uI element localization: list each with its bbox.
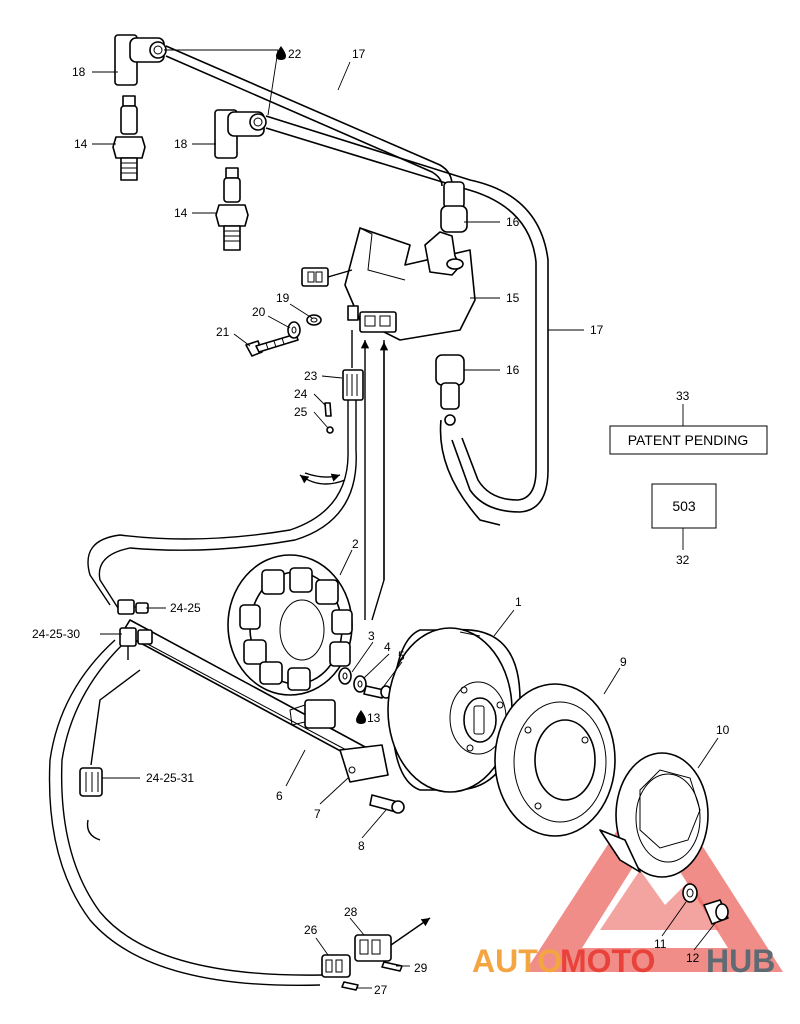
callout-24-25-30: 24-25-30 — [32, 627, 80, 641]
callout-14-upper: 14 — [74, 137, 88, 151]
terminal-pin-24 — [324, 402, 332, 417]
callout-1: 1 — [515, 595, 522, 609]
callout-24: 24 — [294, 387, 308, 401]
washer-20 — [287, 321, 301, 339]
pickup-coil — [289, 699, 336, 729]
coil-connector — [301, 267, 353, 287]
screw-5 — [363, 685, 392, 699]
bolt-21 — [245, 333, 299, 357]
washer-11 — [682, 883, 698, 903]
callout-33: 33 — [676, 389, 690, 403]
flywheel — [387, 627, 521, 793]
callout-4: 4 — [384, 640, 391, 654]
callout-29: 29 — [414, 961, 428, 975]
callout-6: 6 — [276, 789, 283, 803]
callout-5: 5 — [398, 649, 405, 663]
watermark-auto: AUTO — [472, 943, 562, 979]
screw-8 — [369, 794, 405, 814]
drop-icon-13 — [356, 710, 366, 724]
callout-28: 28 — [344, 905, 358, 919]
patent-pending-box: PATENT PENDING — [609, 425, 768, 455]
spark-plug-cap-lower — [214, 109, 267, 159]
wiring-harness — [87, 340, 385, 621]
spark-plug-lower — [215, 167, 249, 251]
callout-21: 21 — [216, 325, 230, 339]
callout-10: 10 — [716, 723, 730, 737]
connector-24-25-31 — [79, 669, 141, 841]
patent-pending-label: PATENT PENDING — [628, 432, 749, 448]
terminal-27 — [341, 981, 359, 991]
callout-8: 8 — [358, 839, 365, 853]
callout-23: 23 — [304, 369, 318, 383]
stator — [227, 554, 353, 696]
connector-24-25 — [117, 599, 149, 615]
connector-26 — [321, 954, 351, 978]
watermark-moto: MOTO — [560, 943, 655, 979]
leader-lines — [92, 49, 719, 989]
callout-2: 2 — [352, 537, 359, 551]
starter-plate — [494, 683, 616, 837]
callout-22: 22 — [288, 47, 302, 61]
callout-17-top: 17 — [352, 47, 366, 61]
callout-15: 15 — [506, 291, 520, 305]
callout-27: 27 — [374, 983, 388, 997]
callout-labels: 22 17 18 14 18 14 16 15 17 16 19 20 21 2… — [32, 47, 730, 997]
spark-plug-upper — [112, 95, 146, 181]
callout-20: 20 — [252, 305, 266, 319]
callout-19: 19 — [276, 291, 290, 305]
terminal-29 — [381, 961, 403, 972]
callout-7: 7 — [314, 807, 321, 821]
callout-3: 3 — [368, 629, 375, 643]
connector-24-25-30 — [119, 627, 153, 660]
part-503-box: 503 — [651, 483, 717, 529]
ignition-coil — [344, 227, 476, 341]
starter-cup — [599, 752, 709, 878]
callout-18-upper: 18 — [72, 65, 86, 79]
callout-13: 13 — [367, 711, 381, 725]
bolt-12 — [703, 899, 729, 925]
callout-24-25-31: 24-25-31 — [146, 771, 194, 785]
washer-3 — [338, 667, 352, 685]
callout-14-lower: 14 — [174, 206, 188, 220]
connector-28 — [354, 917, 431, 962]
callout-16-upper: 16 — [506, 215, 520, 229]
watermark-wordmark: AUTO MOTO HUB — [472, 943, 775, 979]
high-tension-lead-17 — [165, 45, 549, 526]
callout-26: 26 — [304, 923, 318, 937]
callout-25: 25 — [294, 405, 308, 419]
spark-plug-cap-upper — [114, 34, 167, 86]
callout-17-right: 17 — [590, 323, 604, 337]
connector-housing-23 — [342, 330, 364, 450]
callout-32: 32 — [676, 553, 690, 567]
coil-boot-lower — [435, 354, 465, 426]
seal-25 — [326, 426, 334, 434]
callout-11: 11 — [654, 937, 667, 951]
coil-boot-upper — [440, 181, 468, 233]
callout-18-lower: 18 — [174, 137, 188, 151]
callout-16-lower: 16 — [506, 363, 520, 377]
drop-icon-22 — [276, 46, 286, 60]
callout-12: 12 — [686, 951, 700, 965]
watermark-hub: HUB — [706, 943, 775, 979]
callout-9: 9 — [620, 655, 627, 669]
pickup-bracket-7 — [339, 744, 389, 783]
part-503-label: 503 — [672, 498, 696, 514]
callout-24-25: 24-25 — [170, 601, 201, 615]
washer-4 — [353, 675, 367, 693]
